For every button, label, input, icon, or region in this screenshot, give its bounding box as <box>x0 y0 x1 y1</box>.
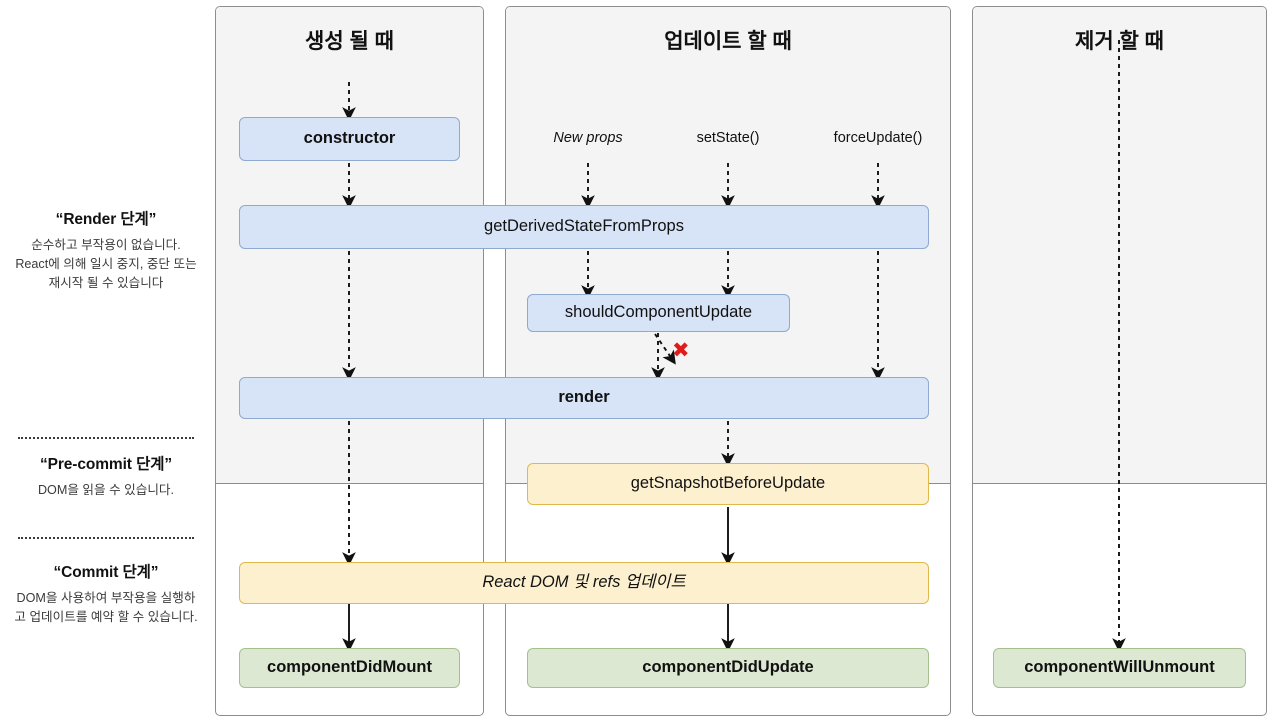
legend-render-phase-desc: 순수하고 부작용이 없습니다. React에 의해 일시 중지, 중단 또는 재… <box>15 238 197 291</box>
legend-render-phase-title: “Render 단계” <box>55 211 157 228</box>
trigger-set-state: setState() <box>696 130 760 146</box>
legend-commit-phase-title: “Commit 단계” <box>53 564 159 581</box>
node-react-dom-refs-update[interactable]: React DOM 및 refs 업데이트 <box>239 562 929 604</box>
node-get-snapshot-before-update-label: getSnapshotBeforeUpdate <box>630 474 826 493</box>
legend-commit-phase-desc: DOM을 사용하여 부작용을 실행하고 업데이트를 예약 할 수 있습니다. <box>14 591 198 625</box>
node-render-label: render <box>558 388 610 407</box>
node-render[interactable]: render <box>239 377 929 419</box>
trigger-force-update: forceUpdate() <box>833 130 923 146</box>
node-get-derived-state-from-props[interactable]: getDerivedStateFromProps <box>239 205 929 249</box>
trigger-new-props: New props <box>553 130 623 146</box>
legend-divider-bottom <box>18 537 194 539</box>
node-should-component-update[interactable]: shouldComponentUpdate <box>527 294 790 332</box>
legend-precommit-phase-title: “Pre-commit 단계” <box>39 456 173 473</box>
node-get-snapshot-before-update[interactable]: getSnapshotBeforeUpdate <box>527 463 929 505</box>
panel-mounting-title: 생성 될 때 <box>305 30 394 53</box>
legend-render-phase: “Render 단계” 순수하고 부작용이 없습니다. React에 의해 일시… <box>0 207 212 293</box>
legend-precommit-phase: “Pre-commit 단계” DOM을 읽을 수 있습니다. <box>0 452 212 500</box>
panel-mounting: 생성 될 때 <box>215 6 484 716</box>
node-component-did-mount-label: componentDidMount <box>267 658 432 677</box>
node-component-did-mount[interactable]: componentDidMount <box>239 648 460 688</box>
panel-unmounting-render-region <box>973 7 1266 484</box>
node-react-dom-refs-update-label: React DOM 및 refs 업데이트 <box>482 573 686 592</box>
legend-precommit-phase-desc: DOM을 읽을 수 있습니다. <box>37 483 175 497</box>
panel-unmounting: 제거 할 때 <box>972 6 1267 716</box>
node-component-will-unmount[interactable]: componentWillUnmount <box>993 648 1246 688</box>
panel-updating: 업데이트 할 때 <box>505 6 951 716</box>
phase-legend: “Render 단계” 순수하고 부작용이 없습니다. React에 의해 일시… <box>0 0 212 722</box>
node-get-derived-state-from-props-label: getDerivedStateFromProps <box>484 217 684 236</box>
node-constructor-label: constructor <box>303 129 396 148</box>
legend-commit-phase: “Commit 단계” DOM을 사용하여 부작용을 실행하고 업데이트를 예약… <box>0 560 212 627</box>
node-constructor[interactable]: constructor <box>239 117 460 161</box>
skip-update-cross-icon: ✖ <box>672 339 690 362</box>
node-component-did-update[interactable]: componentDidUpdate <box>527 648 929 688</box>
panel-unmounting-title: 제거 할 때 <box>1075 30 1164 53</box>
legend-divider-top <box>18 437 194 439</box>
node-component-did-update-label: componentDidUpdate <box>642 658 814 677</box>
panel-updating-title: 업데이트 할 때 <box>664 30 792 53</box>
node-component-will-unmount-label: componentWillUnmount <box>1024 658 1215 677</box>
node-should-component-update-label: shouldComponentUpdate <box>564 303 753 322</box>
